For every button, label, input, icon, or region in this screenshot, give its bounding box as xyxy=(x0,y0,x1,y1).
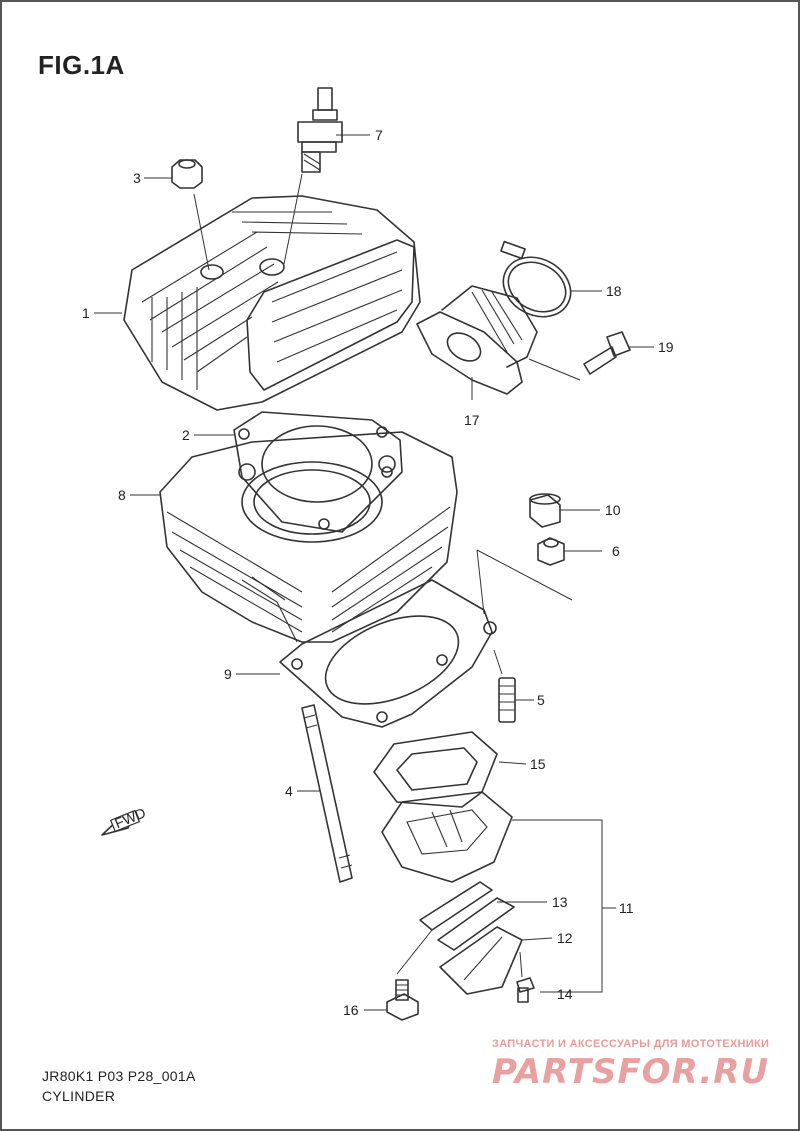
forward-label: FWD xyxy=(112,804,148,831)
callout-3: 3 xyxy=(133,170,141,186)
figure-title: FIG.1A xyxy=(38,50,125,80)
sleeve-part[interactable] xyxy=(529,493,561,528)
model-code: JR80K1 P03 P28_001A xyxy=(42,1068,196,1084)
cylinder-head-part[interactable] xyxy=(123,195,421,411)
reed-part[interactable] xyxy=(439,926,523,995)
callout-12: 12 xyxy=(557,930,573,946)
callout-labels: 1 2 3 4 5 6 7 8 9 10 11 12 13 14 15 16 1… xyxy=(82,127,674,1018)
reed-stopper-plate-part[interactable] xyxy=(419,881,515,951)
callout-6: 6 xyxy=(612,543,620,559)
reed-valve-gasket-part[interactable] xyxy=(373,731,498,808)
callout-1: 1 xyxy=(82,305,90,321)
long-stud-part[interactable] xyxy=(301,704,353,883)
hose-clamp-part[interactable] xyxy=(493,240,581,329)
intake-pipe-part[interactable] xyxy=(416,285,538,400)
section-name: CYLINDER xyxy=(42,1088,116,1104)
callout-2: 2 xyxy=(182,427,190,443)
callout-17: 17 xyxy=(464,412,480,428)
callout-4: 4 xyxy=(285,783,293,799)
reed-assembly-screw-part[interactable] xyxy=(386,929,433,1021)
callout-14: 14 xyxy=(557,986,573,1002)
watermark-caption: ЗАПЧАСТИ И АКСЕССУАРЫ ДЛЯ МОТОТЕХНИКИ xyxy=(492,1038,770,1050)
callout-16: 16 xyxy=(343,1002,359,1018)
leader-lines xyxy=(94,134,654,1011)
watermark-logo: PARTSFOR.RU xyxy=(492,1052,770,1092)
intake-bolt-part[interactable] xyxy=(528,331,631,381)
callout-15: 15 xyxy=(530,756,546,772)
callout-5: 5 xyxy=(537,692,545,708)
spark-plug-part[interactable] xyxy=(283,87,343,265)
short-stud-part[interactable] xyxy=(493,649,516,723)
cylinder-block-part[interactable] xyxy=(159,431,458,643)
callout-9: 9 xyxy=(224,666,232,682)
cylinder-head-gasket-part[interactable] xyxy=(233,411,403,533)
cap-nut-part[interactable] xyxy=(171,159,210,271)
callout-10: 10 xyxy=(605,502,621,518)
callout-18: 18 xyxy=(606,283,622,299)
nut-part[interactable] xyxy=(537,537,565,566)
forward-direction-marker: FWD xyxy=(101,804,148,836)
callout-13: 13 xyxy=(552,894,568,910)
callout-7: 7 xyxy=(375,127,383,143)
reed-screw-part[interactable] xyxy=(516,951,535,1003)
callout-11: 11 xyxy=(619,900,634,916)
callout-8: 8 xyxy=(118,487,126,503)
reed-valve-assembly-part[interactable] xyxy=(381,791,513,883)
callout-19: 19 xyxy=(658,339,674,355)
cylinder-base-gasket-part[interactable] xyxy=(279,549,573,728)
